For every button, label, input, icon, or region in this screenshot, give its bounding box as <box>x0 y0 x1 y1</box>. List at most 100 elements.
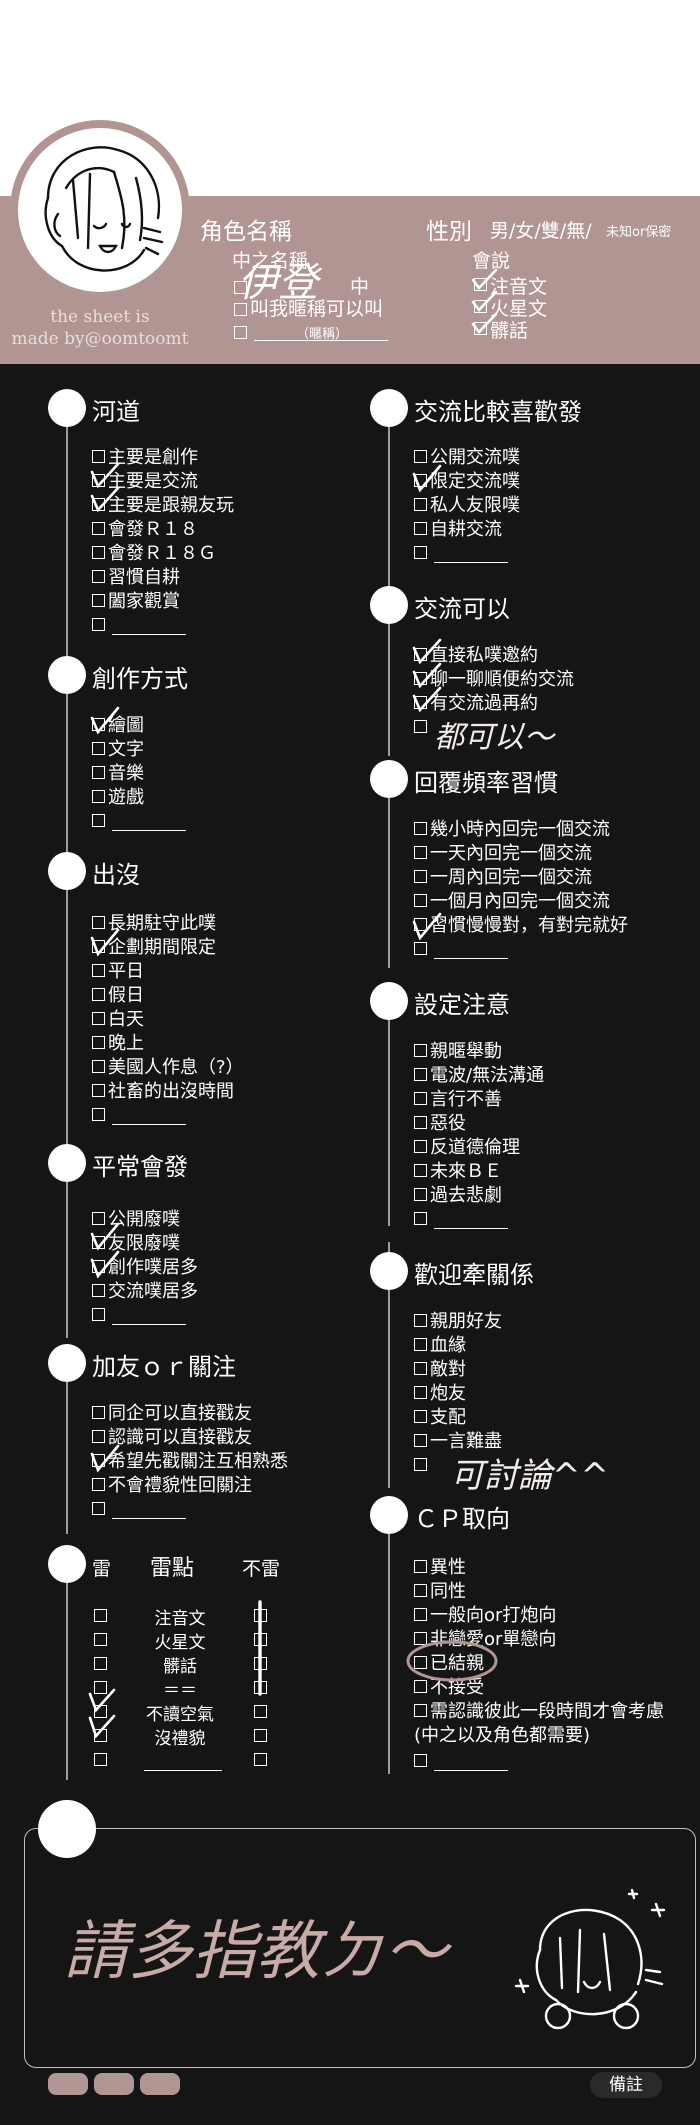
follow-option-blank[interactable] <box>92 1498 186 1522</box>
cp-option-4[interactable]: 非戀愛or單戀向 <box>414 1628 556 1652</box>
section-title-cp: ＣＰ取向 <box>414 1505 510 1533</box>
create-option-2[interactable]: 文字 <box>92 738 144 762</box>
relation-option-2[interactable]: 血緣 <box>414 1334 466 1358</box>
section-dot-create <box>48 656 86 694</box>
usual-option-3[interactable]: 創作噗居多 <box>92 1256 198 1280</box>
footer-tab-3[interactable] <box>140 2073 180 2095</box>
caution-option-blank[interactable] <box>414 1208 508 1232</box>
appear-option-8[interactable]: 社畜的出沒時間 <box>92 1080 234 1104</box>
follow-option-3[interactable]: 希望先戳關注互相熟悉 <box>92 1450 288 1474</box>
cn-checkbox-3[interactable] <box>234 326 247 339</box>
usual-option-4[interactable]: 交流噗居多 <box>92 1280 198 1304</box>
thunder-col-right: 不雷 <box>242 1558 281 1580</box>
appear-option-7[interactable]: 美國人作息（?） <box>92 1056 244 1080</box>
prefer-option-1[interactable]: 公開交流噗 <box>414 446 520 470</box>
relation-option-6[interactable]: 一言難盡 <box>414 1430 502 1454</box>
caution-option-1[interactable]: 親暱舉動 <box>414 1040 502 1064</box>
relation-option-1[interactable]: 親朋好友 <box>414 1310 502 1334</box>
cp-option-2[interactable]: 同性 <box>414 1580 466 1604</box>
cp-option-7[interactable]: 需認識彼此一段時間才會考慮 <box>414 1700 664 1724</box>
follow-option-1[interactable]: 同企可以直接戳友 <box>92 1402 252 1426</box>
thunder-right-box-blank[interactable] <box>254 1753 267 1766</box>
timeline-right-1 <box>388 410 390 590</box>
lang-option-3: 髒話 <box>490 320 529 342</box>
appear-option-4[interactable]: 假日 <box>92 984 144 1008</box>
cp-option-6[interactable]: 不接受 <box>414 1676 484 1700</box>
section-title-relation: 歡迎牽關係 <box>414 1261 534 1289</box>
section-dot-cp <box>370 1496 408 1534</box>
cp-option-note: (中之以及角色都需要) <box>414 1725 591 1746</box>
reply-option-blank[interactable] <box>414 938 508 962</box>
appear-option-1[interactable]: 長期駐守此噗 <box>92 912 216 936</box>
river-option-4[interactable]: 會發Ｒ１８ <box>92 518 198 542</box>
relation-option-3[interactable]: 敵對 <box>414 1358 466 1382</box>
cn-checkbox-2[interactable] <box>234 303 247 316</box>
timeline-left-2 <box>66 676 68 856</box>
caution-option-3[interactable]: 言行不善 <box>414 1088 502 1112</box>
thunder-right-box-6[interactable] <box>254 1729 267 1742</box>
relation-option-5[interactable]: 支配 <box>414 1406 466 1430</box>
section-title-caution: 設定注意 <box>414 991 510 1019</box>
lang-checkbox-2[interactable] <box>474 300 487 313</box>
avatar-sketch-icon <box>44 146 164 272</box>
relation-option-blank[interactable] <box>414 1454 430 1478</box>
footer-tab-2[interactable] <box>94 2073 134 2095</box>
river-option-1[interactable]: 主要是創作 <box>92 446 198 470</box>
caution-option-4[interactable]: 惡役 <box>414 1112 466 1136</box>
create-option-blank[interactable] <box>92 810 186 834</box>
lang-checkbox-3[interactable] <box>474 322 487 335</box>
river-option-7[interactable]: 闔家觀賞 <box>92 590 180 614</box>
cp-option-1[interactable]: 異性 <box>414 1556 466 1580</box>
thunder-right-box-5[interactable] <box>254 1705 267 1718</box>
appear-option-5[interactable]: 白天 <box>92 1008 144 1032</box>
appear-option-blank[interactable] <box>92 1104 186 1128</box>
cp-option-5[interactable]: 已結親 <box>414 1652 484 1676</box>
usual-option-1[interactable]: 公開廢噗 <box>92 1208 180 1232</box>
appear-option-6[interactable]: 晚上 <box>92 1032 144 1056</box>
caution-option-6[interactable]: 未來ＢＥ <box>414 1160 502 1184</box>
prefer-option-blank[interactable] <box>414 542 508 566</box>
timeline-left-6 <box>66 1550 68 1780</box>
thunder-right-strokes-icon <box>258 1600 262 1696</box>
cp-option-blank[interactable] <box>414 1750 508 1774</box>
timeline-right-3 <box>388 772 390 968</box>
reply-option-3[interactable]: 一周內回完一個交流 <box>414 866 592 890</box>
follow-option-4[interactable]: 不會禮貌性回關注 <box>92 1474 252 1498</box>
thunder-left-box-3[interactable] <box>94 1657 107 1670</box>
lang-checkbox-1[interactable] <box>474 278 487 291</box>
thunder-row-6: 沒禮貌 <box>154 1729 206 1749</box>
footer-tab-1[interactable] <box>48 2073 88 2095</box>
remark-button[interactable]: 備註 <box>590 2072 662 2098</box>
thunder-row-blank <box>144 1770 222 1771</box>
follow-option-2[interactable]: 認識可以直接戳友 <box>92 1426 252 1450</box>
thunder-left-box-4[interactable] <box>94 1681 107 1694</box>
river-option-5[interactable]: 會發Ｒ１８Ｇ <box>92 542 216 566</box>
cn-checkbox-1[interactable] <box>234 281 247 294</box>
section-title-reply: 回覆頻率習慣 <box>414 769 558 797</box>
reply-option-4[interactable]: 一個月內回完一個交流 <box>414 890 610 914</box>
create-option-3[interactable]: 音樂 <box>92 762 144 786</box>
allowed-option-blank[interactable] <box>414 716 430 740</box>
create-option-4[interactable]: 遊戲 <box>92 786 144 810</box>
river-option-6[interactable]: 習慣自耕 <box>92 566 180 590</box>
reply-option-1[interactable]: 幾小時內回完一個交流 <box>414 818 610 842</box>
relation-option-4[interactable]: 炮友 <box>414 1382 466 1406</box>
notes-box[interactable] <box>24 1828 696 2068</box>
timeline-left-3 <box>66 872 68 1148</box>
caution-option-5[interactable]: 反道德倫理 <box>414 1136 520 1160</box>
thunder-left-box-2[interactable] <box>94 1633 107 1646</box>
prefer-option-3[interactable]: 私人友限噗 <box>414 494 520 518</box>
allowed-handwriting: 都可以～ <box>434 720 554 755</box>
prefer-option-4[interactable]: 自耕交流 <box>414 518 502 542</box>
thunder-left-box-blank[interactable] <box>94 1753 107 1766</box>
prefer-option-2[interactable]: 限定交流噗 <box>414 470 520 494</box>
caution-option-7[interactable]: 過去悲劇 <box>414 1184 502 1208</box>
thunder-left-box-1[interactable] <box>94 1609 107 1622</box>
river-option-blank[interactable] <box>92 614 186 638</box>
usual-option-blank[interactable] <box>92 1304 186 1328</box>
cp-option-3[interactable]: 一般向or打炮向 <box>414 1604 556 1628</box>
caution-option-2[interactable]: 電波/無法溝通 <box>414 1064 544 1088</box>
reply-option-2[interactable]: 一天內回完一個交流 <box>414 842 592 866</box>
appear-option-3[interactable]: 平日 <box>92 960 144 984</box>
chibi-doodle-icon <box>514 1888 666 2030</box>
